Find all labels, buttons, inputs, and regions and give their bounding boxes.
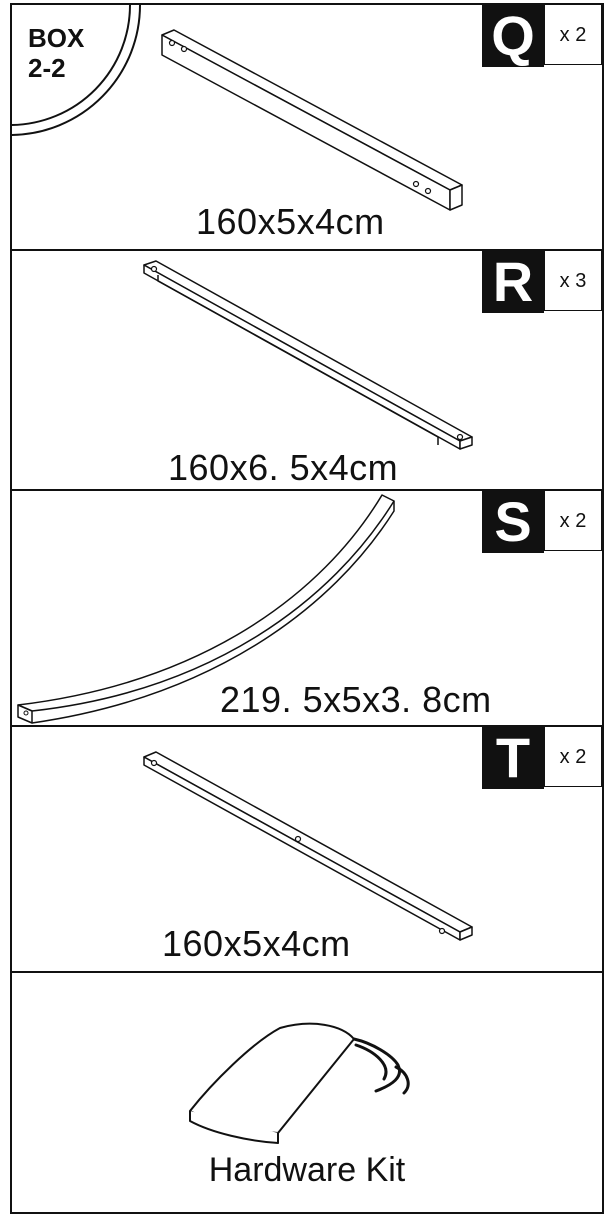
part-quantity: x 2 [544,5,602,65]
hardware-section: Hardware Kit [12,973,602,1212]
hardware-kit-label: Hardware Kit [208,1151,406,1189]
part-t-section: T x 2 160x5x4cm [12,727,602,973]
box-label-line1: BOX [28,23,85,53]
part-t-drawing [143,751,473,941]
part-quantity: x 2 [544,491,602,551]
box-corner-arc [12,5,141,136]
box-label: BOX 2-2 [28,23,84,83]
part-q-badge: Q x 2 [482,5,602,67]
part-q-section: BOX 2-2 Q x 2 160x5x4cm [12,5,602,251]
part-letter: R [482,251,544,313]
part-r-drawing [143,260,473,450]
part-r-badge: R x 3 [482,251,602,313]
parts-sheet: BOX 2-2 Q x 2 160x5x4cm [10,3,604,1214]
part-letter: T [482,727,544,789]
part-t-badge: T x 2 [482,727,602,789]
box-label-line2: 2-2 [28,53,66,83]
hardware-bag-icon [189,1022,410,1144]
part-q-drawing [161,29,463,211]
part-dimensions: 160x6. 5x4cm [168,447,399,488]
part-dimensions: 160x5x4cm [162,923,351,964]
part-quantity: x 3 [544,251,602,311]
part-s-section: S x 2 219. 5x5x3. 8cm [12,491,602,727]
part-r-section: R x 3 160x6. 5x4cm [12,251,602,491]
part-s-drawing [17,494,395,724]
part-letter: S [482,491,544,553]
part-quantity: x 2 [544,727,602,787]
part-dimensions: 219. 5x5x3. 8cm [220,679,492,720]
part-letter: Q [482,5,544,67]
part-s-badge: S x 2 [482,491,602,553]
part-dimensions: 160x5x4cm [196,201,385,242]
